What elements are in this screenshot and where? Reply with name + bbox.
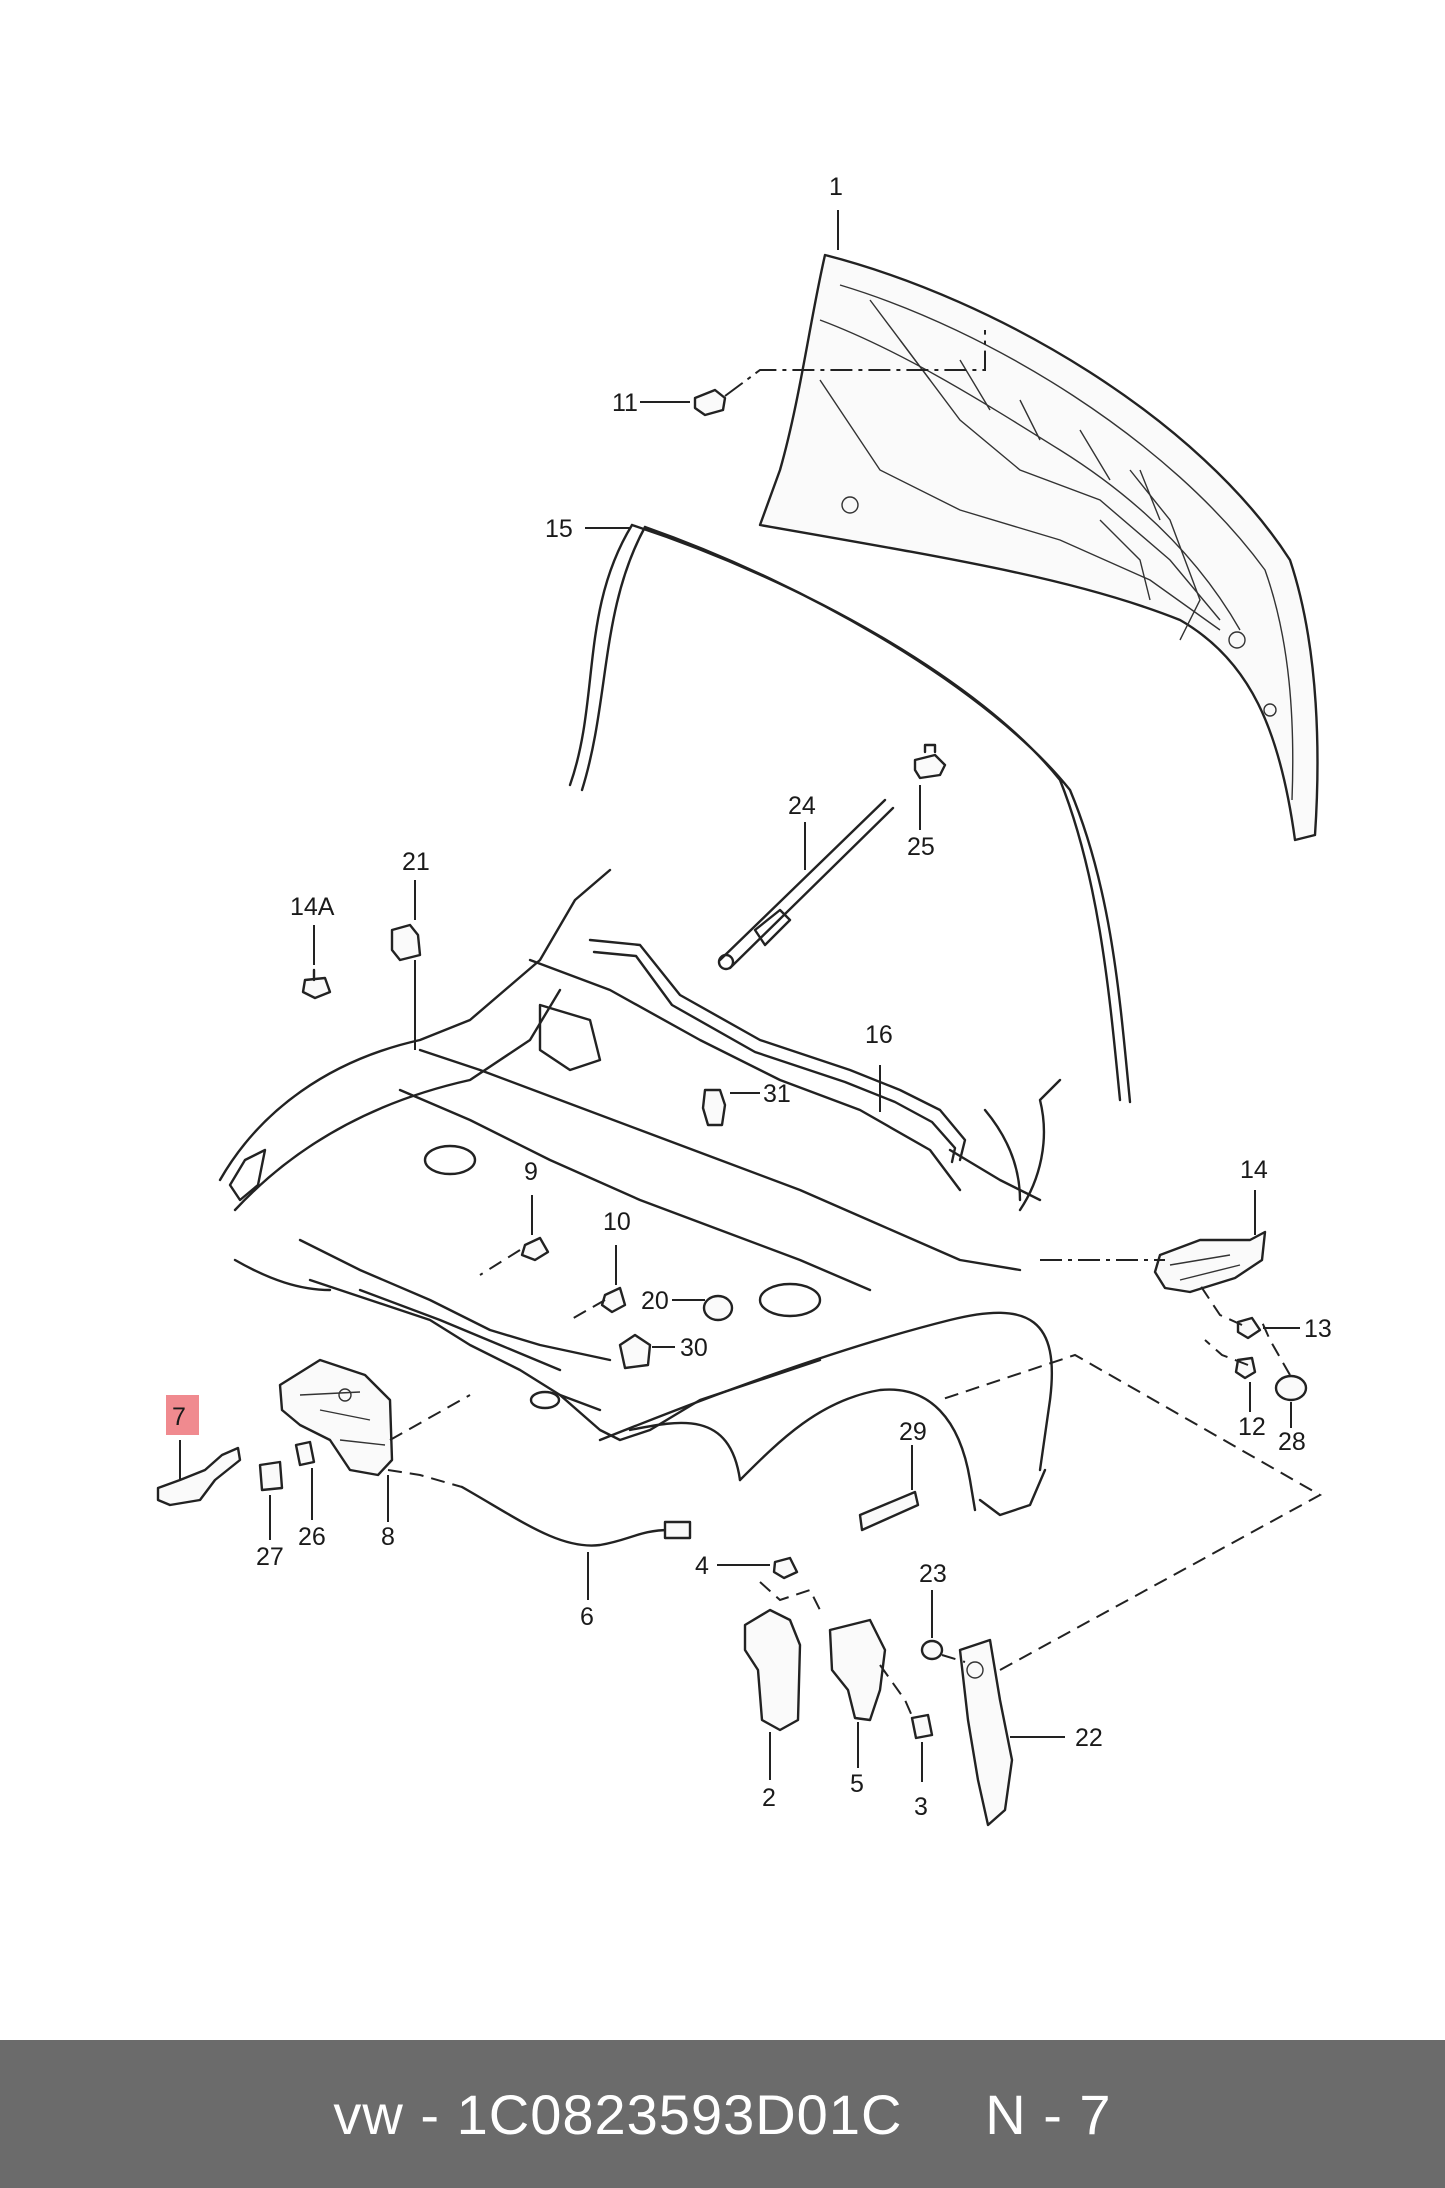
- label-10: 10: [603, 1208, 631, 1236]
- bumper-28: [1274, 1374, 1308, 1402]
- footer-part-number: 1C0823593D01C: [456, 2082, 903, 2146]
- label-29: 29: [899, 1418, 927, 1446]
- footer-bar: vw - 1C0823593D01C N - 7: [0, 2040, 1445, 2188]
- label-14A: 14A: [290, 893, 335, 921]
- label-1: 1: [829, 173, 843, 201]
- bolt-13: [1236, 1316, 1262, 1340]
- label-11: 11: [612, 389, 638, 417]
- clip-3: [910, 1713, 934, 1740]
- fastener-11: [693, 388, 727, 417]
- grommet-20: [702, 1294, 734, 1322]
- label-27: 27: [256, 1543, 284, 1571]
- highlight-marker: [166, 1395, 199, 1435]
- clip-31: [701, 1088, 727, 1127]
- label-23: 23: [919, 1560, 947, 1588]
- bolt-9: [520, 1236, 550, 1262]
- label-20: 20: [641, 1287, 669, 1315]
- footer-brand: vw: [333, 2082, 404, 2146]
- clip-30: [618, 1333, 652, 1370]
- clip-27: [258, 1460, 284, 1492]
- footer-text: vw - 1C0823593D01C N - 7: [333, 2082, 1112, 2146]
- hood-lock-8: [278, 1358, 394, 1477]
- cowl-seal: [588, 938, 967, 1164]
- screw-14A: [301, 968, 332, 1000]
- ball-stud: [913, 743, 947, 780]
- label-3: 3: [914, 1793, 928, 1821]
- hinge-14: [1153, 1230, 1267, 1294]
- label-13: 13: [1304, 1315, 1332, 1343]
- label-28: 28: [1278, 1428, 1306, 1456]
- clip-26: [294, 1440, 316, 1467]
- hood-seal: [568, 523, 1132, 1104]
- label-22: 22: [1075, 1724, 1103, 1752]
- label-21: 21: [402, 848, 430, 876]
- label-26: 26: [298, 1523, 326, 1551]
- handle-2: [743, 1608, 802, 1732]
- dash-lines: [387, 1249, 1323, 1717]
- label-25: 25: [907, 833, 935, 861]
- bolt-4: [772, 1556, 799, 1580]
- label-8: 8: [381, 1523, 395, 1551]
- label-7: 7: [172, 1403, 186, 1431]
- label-16: 16: [865, 1021, 893, 1049]
- label-14: 14: [1240, 1156, 1268, 1184]
- exploded-parts-diagram: 1 11 15 24 25 21 14A 16 31 9 10 20 30 14…: [156, 173, 1332, 1827]
- label-31: 31: [763, 1080, 791, 1108]
- part-labels: 1 11 15 24 25 21 14A 16 31 9 10 20 30 14…: [172, 173, 1332, 1821]
- label-6: 6: [580, 1603, 594, 1631]
- release-lever-7: [156, 1446, 242, 1507]
- bracket-5: [828, 1618, 887, 1722]
- label-5: 5: [850, 1770, 864, 1798]
- label-12: 12: [1238, 1413, 1266, 1441]
- label-24: 24: [788, 792, 816, 820]
- release-cable-6: [460, 1485, 692, 1547]
- label-30: 30: [680, 1334, 708, 1362]
- vehicle-front-body: [218, 868, 1062, 1517]
- label-9: 9: [524, 1158, 538, 1186]
- fastener-21: [390, 923, 422, 962]
- trim-strip-29: [858, 1490, 920, 1532]
- bolt-10: [600, 1286, 627, 1314]
- leader-lines: [179, 210, 1300, 1782]
- diagram-drawing: 1 11 15 24 25 21 14A 16 31 9 10 20 30 14…: [156, 173, 1332, 1827]
- footer-ref: N - 7: [985, 2082, 1112, 2146]
- nut-23: [920, 1639, 944, 1661]
- gas-strut: [717, 798, 895, 971]
- hood-panel: [758, 253, 1319, 842]
- label-2: 2: [762, 1784, 776, 1812]
- label-4: 4: [695, 1552, 709, 1580]
- label-15: 15: [545, 515, 573, 543]
- bracket-22: [958, 1638, 1014, 1827]
